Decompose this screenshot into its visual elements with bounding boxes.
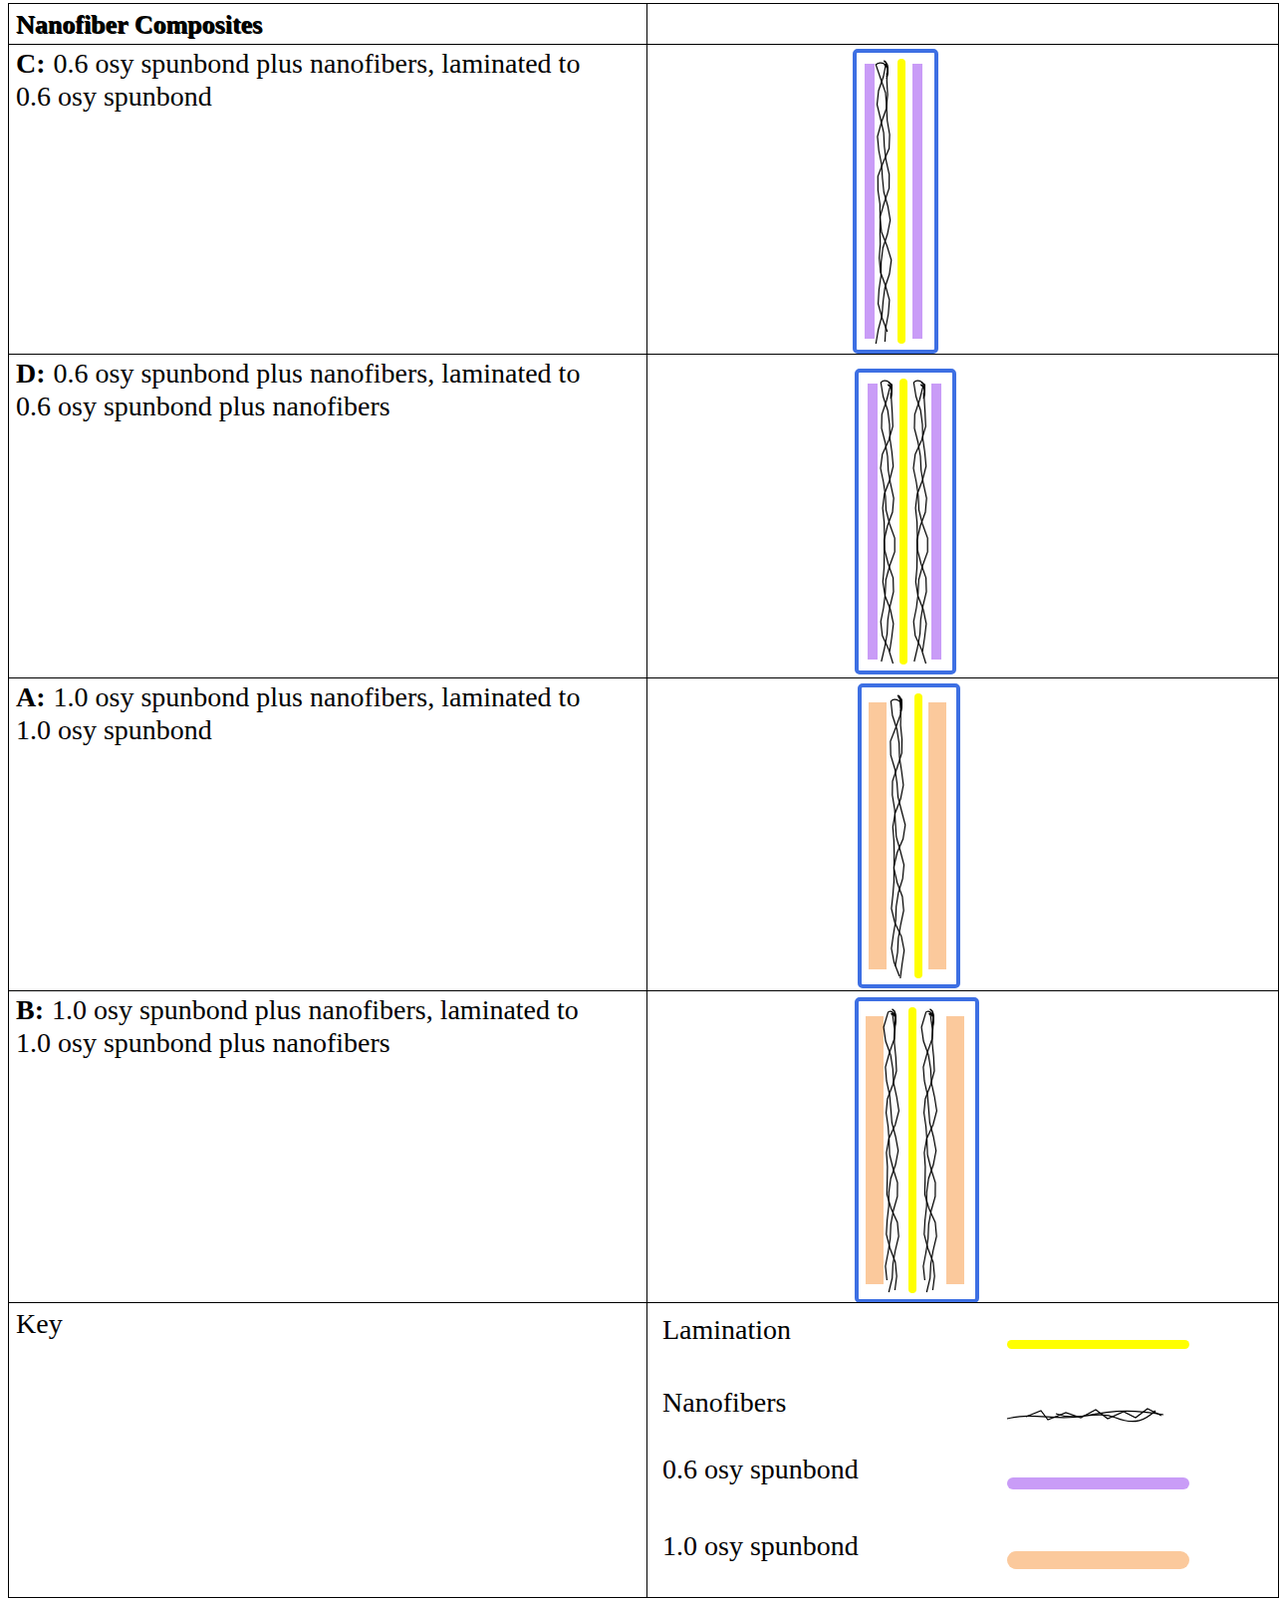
nanofiber-strand [880,380,894,662]
nanofiber-strand [883,1011,899,1292]
nanofiber-strand [877,64,891,332]
composite-outline [859,685,959,987]
row-letter: C: [15,47,46,79]
nanofiber-strand [885,1013,898,1280]
table-rule [7,353,1280,355]
row-description: D:0.6 osy spunbond plus nanofibers, lami… [15,356,616,423]
composite-description: 0.6 osy spunbond plus nanofibers, lamina… [15,47,580,112]
row-description: A:1.0 osy spunbond plus nanofibers, lami… [15,680,616,747]
table-rule [7,990,1280,992]
layer-bar [946,1016,965,1284]
table-rule [7,43,1280,45]
row-description: B:1.0 osy spunbond plus nanofibers, lami… [15,993,616,1059]
row-description: C:0.6 osy spunbond plus nanofibers, lami… [15,46,616,113]
composite-outline [856,370,955,673]
nanofiber-strand [921,1011,937,1292]
nanofiber-strand [891,695,905,977]
layer-bar [928,702,947,970]
layer-bar [931,383,942,660]
composite-illustration [854,50,937,352]
layer-bar [865,1016,884,1284]
composite-outline [854,50,937,352]
composite-illustration [856,999,978,1301]
composite-description: 1.0 osy spunbond plus nanofibers, lamina… [15,681,580,746]
table-rule [7,2,9,1598]
table-rule [646,2,648,1598]
layer-bar [868,702,887,970]
layer-bar [867,383,878,660]
legend-swatch [1007,1339,1190,1349]
table-rule [7,1596,1280,1598]
legend-text: Nanofibers [662,1385,786,1419]
key-label: Key [15,1306,63,1340]
table-rule [7,2,1280,4]
composite-description: 0.6 osy spunbond plus nanofibers, lamina… [15,357,580,422]
legend-nanofiber-sample [1007,1408,1164,1422]
legend-swatch [1007,1477,1190,1490]
legend-text: Lamination [662,1312,791,1346]
legend-swatch [1007,1550,1190,1569]
composite-illustration [859,685,959,987]
layer-bar [899,382,908,661]
nanofiber-strand [923,1013,936,1280]
nanofiber-strand [914,384,927,652]
layer-bar [914,697,923,975]
layer-bar [908,1011,917,1289]
nanofiber-strand [890,699,904,967]
nanofiber-strand [1025,1408,1162,1420]
table-rule [7,677,1280,679]
table-rule [7,1301,1280,1303]
nanofiber-strand [880,382,895,664]
nanofiber-strand [881,384,894,652]
nanofiber-strand [913,382,928,664]
legend-text: 1.0 osy spunbond [662,1529,859,1562]
nanofiber-strand [913,380,927,662]
composite-outline [856,999,978,1301]
row-letter: B: [15,994,44,1025]
table-title: Nanofiber Composites [15,7,262,41]
nanofiber-strand [890,697,906,979]
nanofiber-strand [1055,1410,1156,1422]
layer-bar [897,62,906,340]
composite-description: 1.0 osy spunbond plus nanofibers, lamina… [15,994,579,1058]
legend-text: 0.6 osy spunbond [662,1452,859,1486]
table-rule [1278,2,1280,1598]
nanofiber-strand [875,62,892,344]
layer-bar [912,63,923,339]
row-letter: D: [15,357,46,389]
composite-illustration [856,370,955,673]
row-letter: A: [15,681,46,713]
layer-bar [864,63,875,339]
